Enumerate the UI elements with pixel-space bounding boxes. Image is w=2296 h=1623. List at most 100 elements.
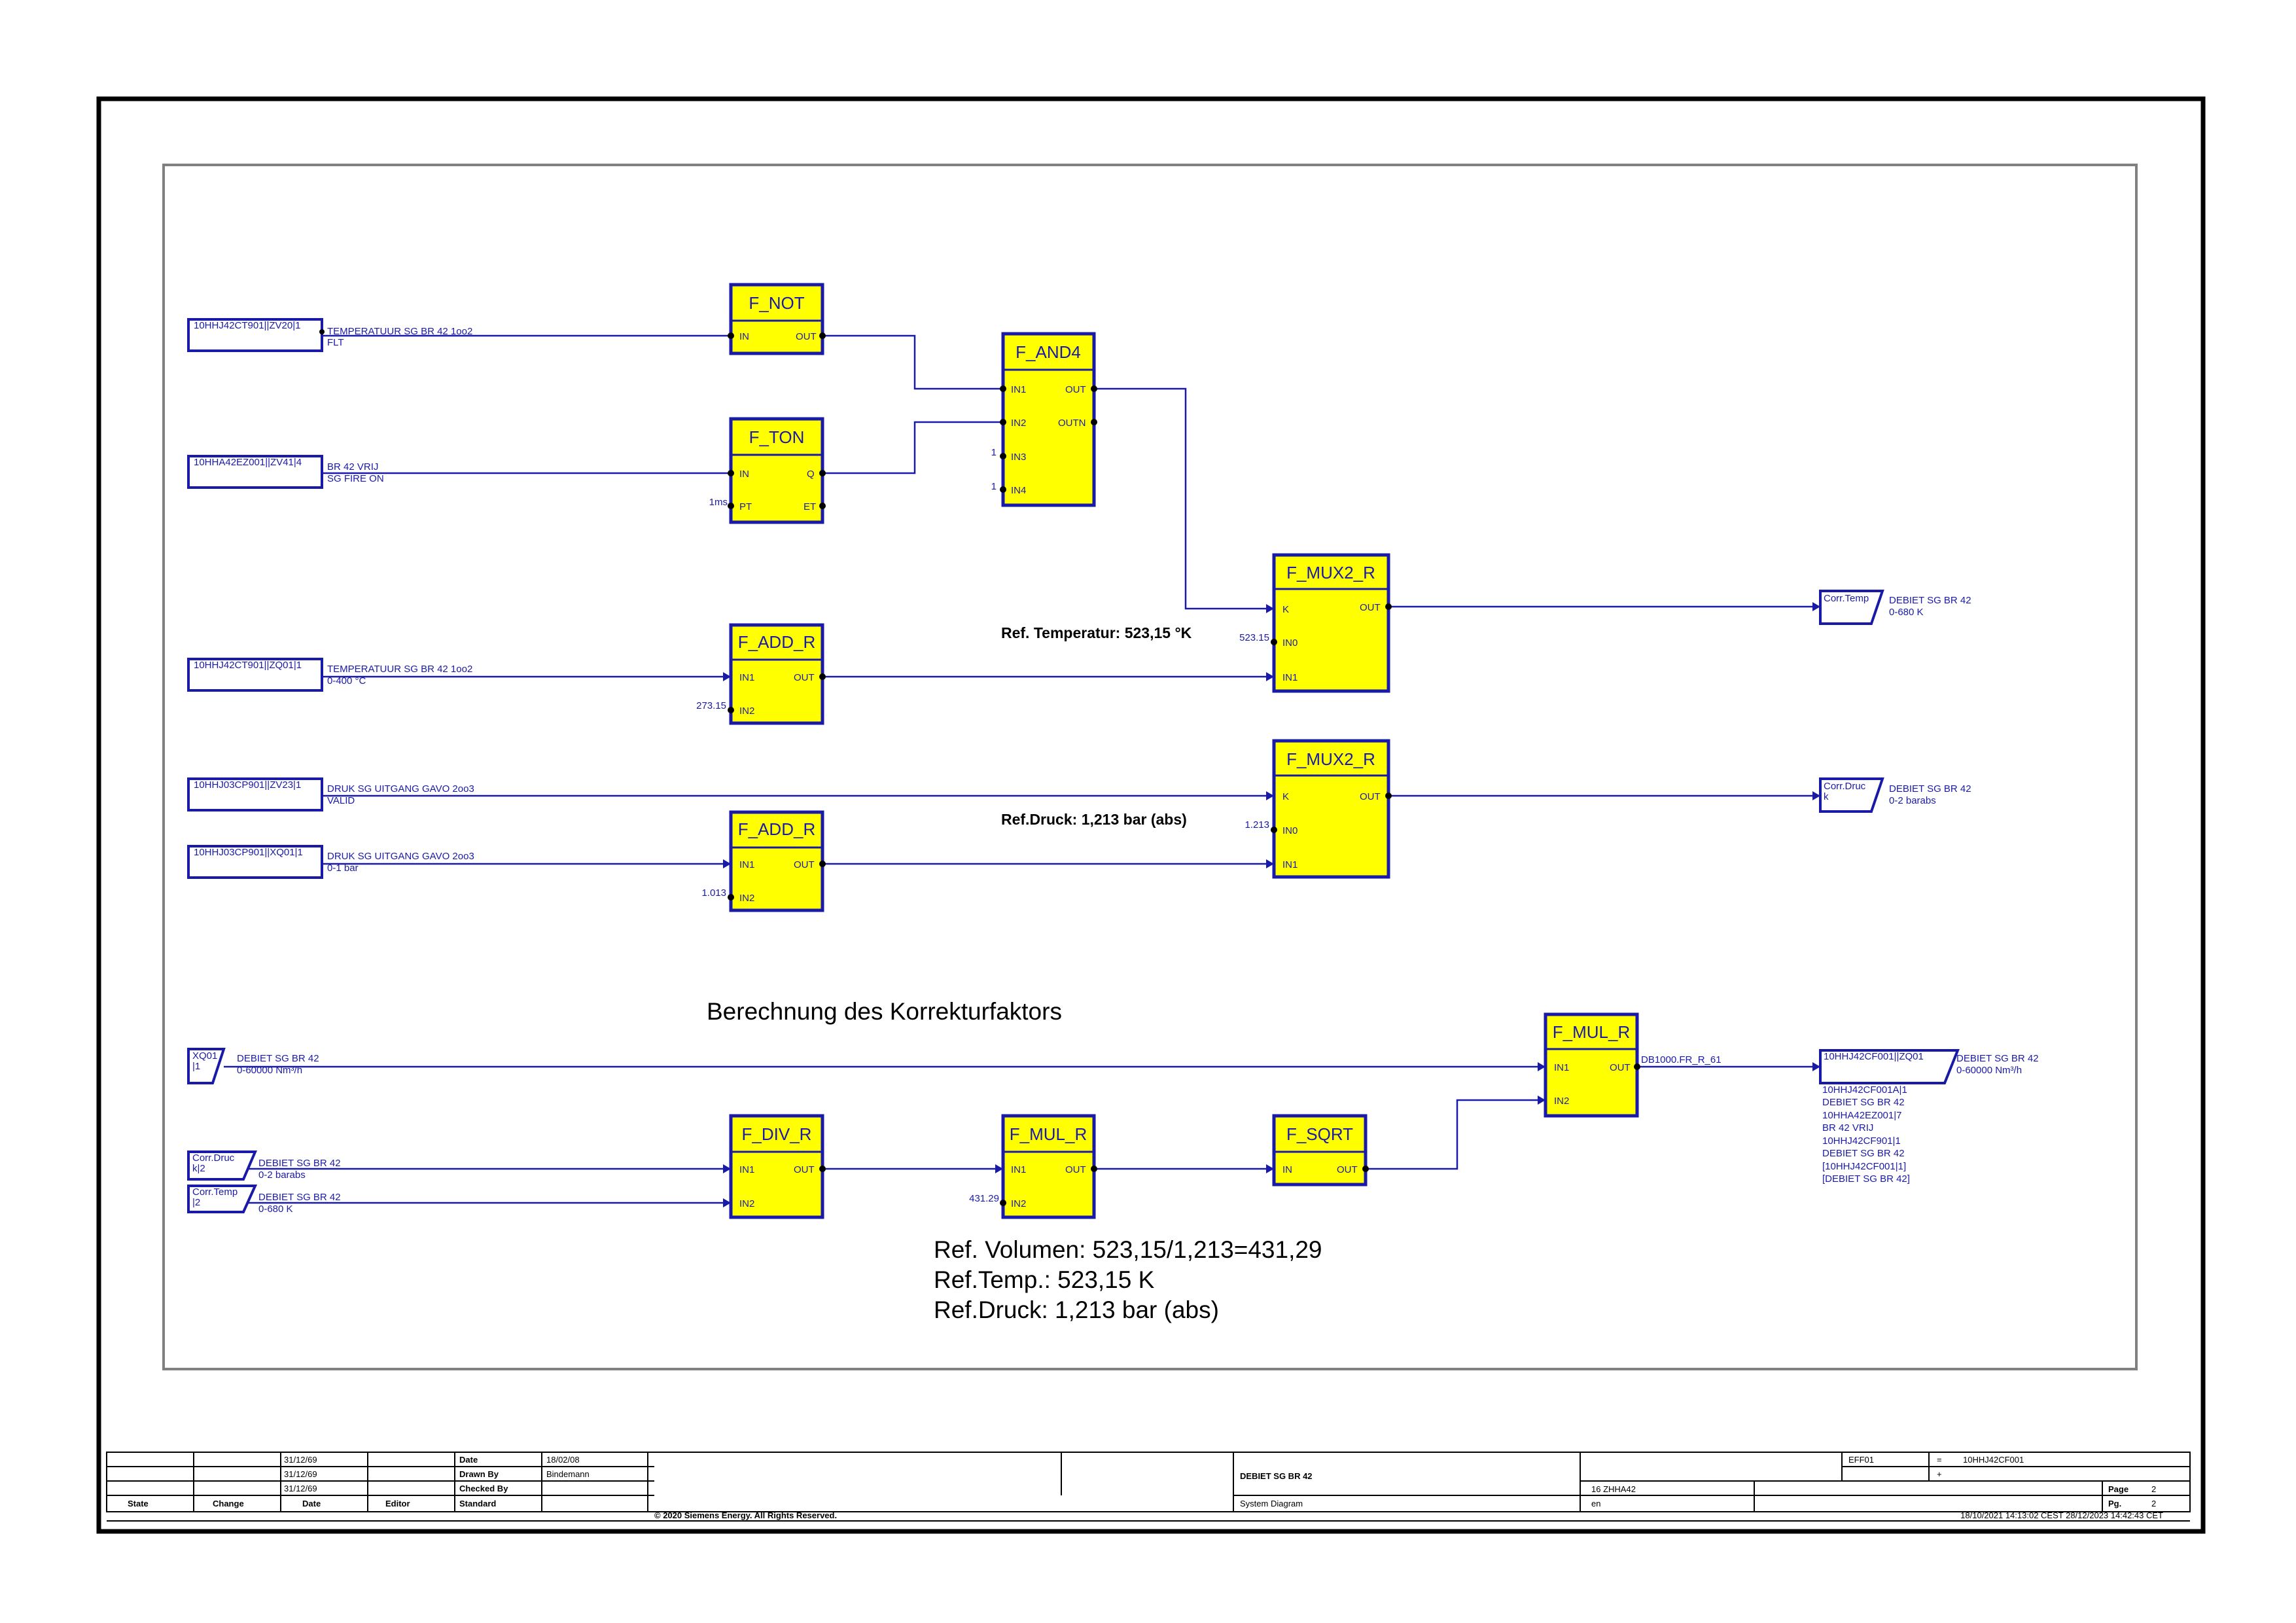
svg-text:IN1: IN1 bbox=[739, 859, 754, 870]
svg-text:IN: IN bbox=[1282, 1164, 1292, 1175]
svg-text:VALID: VALID bbox=[327, 795, 355, 806]
svg-text:OUT: OUT bbox=[1360, 791, 1381, 802]
svg-text:1.213: 1.213 bbox=[1245, 819, 1269, 830]
svg-text:OUT: OUT bbox=[1065, 1164, 1086, 1175]
svg-text:IN2: IN2 bbox=[739, 1198, 754, 1209]
input-connector-xq01-flow[interactable]: XQ01 |1 DEBIET SG BR 42 0-60000 Nm³/h bbox=[187, 1048, 319, 1084]
input-connector-xq01-druck[interactable]: 10HHJ03CP901||XQ01|1 DRUK SG UITGANG GAV… bbox=[187, 845, 474, 879]
svg-text:Standard: Standard bbox=[459, 1499, 496, 1508]
svg-text:16 ZHHA42: 16 ZHHA42 bbox=[1591, 1484, 1636, 1494]
svg-text:BR 42 VRIJ: BR 42 VRIJ bbox=[327, 461, 378, 473]
svg-text:Drawn By: Drawn By bbox=[459, 1469, 499, 1479]
output-connector-zq01[interactable]: 10HHJ42CF001||ZQ01 DEBIET SG BR 42 0-600… bbox=[1819, 1049, 2039, 1185]
output-connector-corr-druck[interactable]: Corr.Druc k DEBIET SG BR 42 0-2 barabs bbox=[1819, 777, 1971, 813]
svg-text:1.013: 1.013 bbox=[701, 887, 726, 899]
svg-text:10HHJ03CP901||ZV23|1: 10HHJ03CP901||ZV23|1 bbox=[194, 779, 301, 791]
svg-text:Bindemann: Bindemann bbox=[546, 1469, 590, 1479]
connection-dots bbox=[319, 329, 1640, 1206]
block-f-mul-mid[interactable]: F_MUL_R IN1 IN2 OUT 431.29 bbox=[969, 1114, 1096, 1219]
svg-text:0-400 °C: 0-400 °C bbox=[327, 675, 366, 687]
svg-text:OUTN: OUTN bbox=[1058, 418, 1086, 429]
block-f-ton[interactable]: F_TON IN PT Q ET 1ms bbox=[709, 417, 824, 524]
block-f-mux2-druck[interactable]: F_MUX2_R K IN0 IN1 OUT 1.213 bbox=[1245, 739, 1390, 879]
svg-text:IN2: IN2 bbox=[739, 893, 754, 904]
svg-text:DEBIET SG BR 42: DEBIET SG BR 42 bbox=[1822, 1097, 1905, 1108]
block-f-div[interactable]: F_DIV_R IN1 IN2 OUT bbox=[729, 1114, 824, 1219]
svg-text:IN1: IN1 bbox=[1011, 384, 1026, 395]
title-block: 31/12/69 31/12/69 31/12/69 State Change … bbox=[106, 1452, 2191, 1522]
ref-volumen-note: Ref. Volumen: 523,15/1,213=431,29 bbox=[934, 1236, 1322, 1263]
svg-text:10HHJ42CT901||ZQ01|1: 10HHJ42CT901||ZQ01|1 bbox=[194, 660, 302, 671]
block-f-add-druck[interactable]: F_ADD_R IN1 IN2 OUT 1.013 bbox=[701, 810, 824, 912]
block-f-add-temperature[interactable]: F_ADD_R IN1 IN2 OUT 273.15 bbox=[696, 623, 824, 725]
svg-text:K: K bbox=[1282, 604, 1289, 615]
svg-text:10HHJ42CF001A|1: 10HHJ42CF001A|1 bbox=[1822, 1084, 1907, 1096]
svg-text:F_NOT: F_NOT bbox=[749, 293, 804, 313]
input-connector-corr-temp[interactable]: Corr.Temp |2 DEBIET SG BR 42 0-680 K bbox=[187, 1185, 341, 1215]
svg-text:18/10/2021 14:13:02 CEST 28/: 18/10/2021 14:13:02 CEST 28/12/2023 14:4… bbox=[1960, 1510, 2163, 1520]
svg-text:10HHJ03CP901||XQ01|1: 10HHJ03CP901||XQ01|1 bbox=[194, 847, 303, 858]
svg-text:273.15: 273.15 bbox=[696, 700, 726, 711]
svg-text:0-680 K: 0-680 K bbox=[258, 1204, 293, 1215]
svg-text:IN: IN bbox=[739, 331, 749, 342]
svg-text:DEBIET SG BR 42: DEBIET SG BR 42 bbox=[1889, 595, 1971, 606]
svg-text:IN3: IN3 bbox=[1011, 452, 1026, 463]
svg-text:IN1: IN1 bbox=[1554, 1062, 1569, 1073]
svg-text:|2: |2 bbox=[192, 1197, 200, 1208]
svg-text:k|2: k|2 bbox=[192, 1163, 205, 1174]
svg-text:FLT: FLT bbox=[327, 337, 344, 348]
svg-text:1ms: 1ms bbox=[709, 497, 728, 508]
svg-text:F_TON: F_TON bbox=[749, 427, 805, 447]
svg-text:F_ADD_R: F_ADD_R bbox=[738, 632, 815, 652]
svg-text:© 2020 Siemens Energy. All Rig: © 2020 Siemens Energy. All Rights Reserv… bbox=[654, 1510, 837, 1520]
svg-text:10HHJ42CF001: 10HHJ42CF001 bbox=[1963, 1455, 2024, 1465]
svg-text:=: = bbox=[1937, 1455, 1942, 1465]
svg-text:10HHJ42CT901||ZV20|1: 10HHJ42CT901||ZV20|1 bbox=[194, 320, 300, 331]
svg-text:DEBIET SG BR 42: DEBIET SG BR 42 bbox=[258, 1158, 341, 1169]
input-connector-zq01[interactable]: 10HHJ42CT901||ZQ01|1 TEMPERATUUR SG BR 4… bbox=[187, 658, 472, 692]
block-f-and4[interactable]: F_AND4 IN1 IN2 IN3 IN4 OUT OUTN 1 1 bbox=[991, 332, 1096, 507]
block-f-mux2-temperature[interactable]: F_MUX2_R K IN0 IN1 OUT 523.15 bbox=[1239, 553, 1390, 693]
svg-text:TEMPERATUUR SG BR 42 1oo2: TEMPERATUUR SG BR 42 1oo2 bbox=[327, 664, 472, 675]
block-f-sqrt[interactable]: F_SQRT IN OUT bbox=[1272, 1114, 1368, 1186]
svg-text:1: 1 bbox=[991, 481, 997, 492]
svg-text:OUT: OUT bbox=[1065, 384, 1086, 395]
svg-text:10HHA42EZ001||ZV41|4: 10HHA42EZ001||ZV41|4 bbox=[194, 457, 302, 468]
svg-text:Corr.Druc: Corr.Druc bbox=[1824, 781, 1866, 792]
svg-text:TEMPERATUUR SG BR 42 1oo2: TEMPERATUUR SG BR 42 1oo2 bbox=[327, 326, 472, 337]
svg-text:IN1: IN1 bbox=[1282, 859, 1298, 870]
svg-text:OUT: OUT bbox=[794, 1164, 815, 1175]
block-f-mul-final[interactable]: F_MUL_R IN1 IN2 OUT DB1000.FR_R_61 bbox=[1544, 1012, 1722, 1118]
input-connector-zv41[interactable]: 10HHA42EZ001||ZV41|4 BR 42 VRIJ SG FIRE … bbox=[187, 455, 384, 489]
svg-text:DRUK SG UITGANG GAVO 2oo3: DRUK SG UITGANG GAVO 2oo3 bbox=[327, 783, 474, 794]
svg-text:k: k bbox=[1824, 791, 1829, 802]
svg-text:IN0: IN0 bbox=[1282, 637, 1298, 649]
svg-text:F_SQRT: F_SQRT bbox=[1286, 1124, 1353, 1144]
input-connector-zv23[interactable]: 10HHJ03CP901||ZV23|1 DRUK SG UITGANG GAV… bbox=[187, 777, 474, 812]
svg-text:IN1: IN1 bbox=[1282, 672, 1298, 683]
svg-text:Editor: Editor bbox=[385, 1499, 410, 1508]
svg-text:BR 42 VRIJ: BR 42 VRIJ bbox=[1822, 1122, 1873, 1133]
svg-text:+: + bbox=[1937, 1469, 1942, 1479]
svg-text:0-60000 Nm³/h: 0-60000 Nm³/h bbox=[1956, 1065, 2022, 1076]
input-connector-corr-druck[interactable]: Corr.Druc k|2 DEBIET SG BR 42 0-2 barabs bbox=[187, 1150, 341, 1181]
svg-text:2: 2 bbox=[2151, 1484, 2156, 1494]
svg-text:0-2 barabs: 0-2 barabs bbox=[1889, 795, 1936, 806]
svg-text:F_ADD_R: F_ADD_R bbox=[738, 819, 815, 839]
output-connector-corr-temp[interactable]: Corr.Temp DEBIET SG BR 42 0-680 K bbox=[1819, 590, 1971, 625]
svg-text:IN2: IN2 bbox=[1011, 418, 1026, 429]
ref-temperatur-note: Ref. Temperatur: 523,15 °K bbox=[1001, 624, 1192, 641]
svg-text:IN: IN bbox=[739, 469, 749, 480]
block-f-not[interactable]: F_NOT IN OUT bbox=[729, 283, 824, 355]
svg-text:OUT: OUT bbox=[1610, 1062, 1631, 1073]
svg-text:18/02/08: 18/02/08 bbox=[546, 1455, 580, 1465]
section-title: Berechnung des Korrekturfaktors bbox=[707, 998, 1062, 1025]
input-connector-zv20[interactable]: 10HHJ42CT901||ZV20|1 TEMPERATUUR SG BR 4… bbox=[187, 318, 472, 352]
svg-text:523.15: 523.15 bbox=[1239, 632, 1269, 643]
svg-text:OUT: OUT bbox=[1360, 602, 1381, 613]
svg-text:State: State bbox=[128, 1499, 149, 1508]
svg-text:1: 1 bbox=[991, 447, 997, 458]
svg-text:431.29: 431.29 bbox=[969, 1193, 999, 1204]
svg-text:DEBIET SG BR 42: DEBIET SG BR 42 bbox=[258, 1192, 341, 1203]
svg-text:F_MUL_R: F_MUL_R bbox=[1553, 1022, 1630, 1042]
